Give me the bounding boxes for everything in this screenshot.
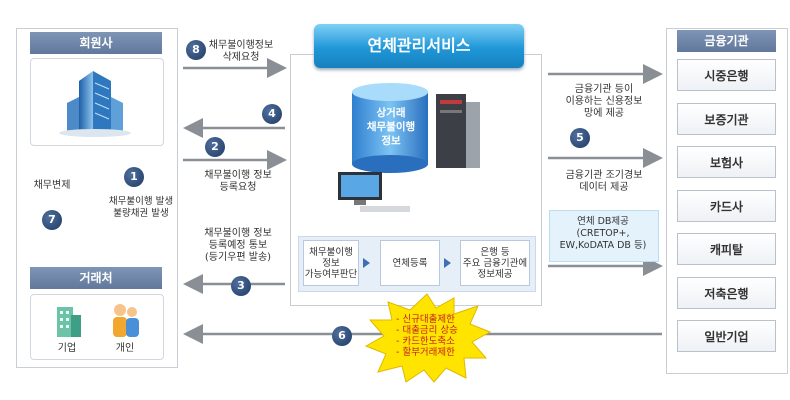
institution-item: 캐피탈	[677, 233, 776, 265]
member-image-box	[30, 58, 164, 146]
corp-label: 기업	[57, 343, 77, 354]
database-illustration	[338, 83, 480, 212]
label-right-top: 금융기관 등이 이용하는 신용정보 망에 제공	[565, 84, 643, 119]
process-step-register: 연체등록	[380, 240, 440, 286]
penalty-burst	[364, 293, 492, 383]
label-db-provide: 연체 DB제공 (CRETOP+, EW,KoDATA DB 등)	[559, 216, 647, 251]
institution-item: 카드사	[677, 190, 776, 222]
person-icon	[113, 304, 139, 337]
institution-item: 보증기관	[677, 103, 776, 135]
label-step7: 채무변제	[33, 180, 71, 191]
process-arrow-1	[363, 258, 370, 268]
label-right-mid: 금융기관 조기경보 데이터 제공	[565, 170, 643, 193]
label-step8: 채무불이행정보 삭제요청	[208, 40, 274, 63]
building-icon	[59, 71, 131, 137]
institution-item: 시중은행	[677, 59, 776, 91]
label-step3: 채무불이행 정보 등록예정 통보 (등기우편 발송)	[204, 228, 272, 263]
db-label: 상거래 채무불이행 정보	[366, 107, 416, 147]
member-header: 회원사	[30, 32, 162, 54]
institution-item: 저축은행	[677, 277, 776, 309]
badge-5: 5	[570, 128, 590, 148]
service-title: 연체관리서비스	[314, 24, 524, 68]
institution-item: 일반기업	[677, 320, 776, 352]
institutions-header: 금융기관	[677, 30, 776, 52]
penalty-item: - 할부거래제한	[396, 347, 455, 358]
trader-box: 기업 개인	[30, 294, 164, 360]
badge-1: 1	[124, 167, 144, 187]
institution-item: 보험사	[677, 146, 776, 178]
badge-7: 7	[42, 210, 62, 230]
person-label: 개인	[115, 343, 135, 354]
badge-6: 6	[332, 326, 352, 346]
penalty-item: - 대출금리 상승	[396, 325, 458, 336]
process-step-provide: 은행 등 주요 금융기관에 정보제공	[460, 240, 530, 286]
badge-2: 2	[205, 137, 225, 157]
badge-8: 8	[186, 40, 206, 60]
badge-3: 3	[231, 276, 251, 296]
penalty-item: - 카드한도축소	[396, 336, 455, 347]
db-provide-box	[549, 210, 659, 262]
corp-icon	[57, 307, 81, 337]
label-step1: 채무불이행 발생 불량채권 발생	[108, 196, 174, 219]
badge-4: 4	[262, 104, 282, 124]
trader-header: 거래처	[30, 267, 162, 289]
label-step2: 채무불이행 정보 등록요청	[204, 170, 272, 193]
process-step-judge: 채무불이행 정보 가능여부판단	[303, 240, 359, 286]
penalty-item: - 신규대출제한	[396, 314, 455, 325]
process-arrow-2	[444, 258, 451, 268]
penalty-list: - 신규대출제한 - 대출금리 상승 - 카드한도축소 - 할부거래제한	[396, 314, 486, 358]
